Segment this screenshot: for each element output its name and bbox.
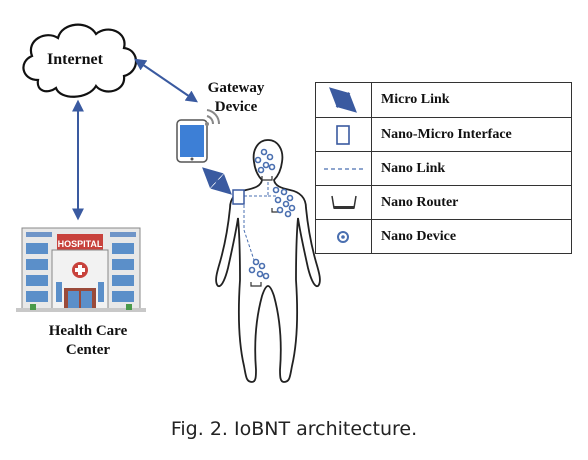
smartphone-icon — [176, 119, 208, 163]
legend-label-micro-link: Micro Link — [381, 92, 450, 107]
nano-links — [243, 182, 276, 261]
nano-router-icon — [331, 195, 357, 209]
human-body-outline — [215, 139, 321, 383]
legend-label-nano-router: Nano Router — [381, 195, 459, 210]
hospital-icon — [16, 227, 146, 312]
nano-devices — [248, 148, 296, 280]
health-care-center-label: Health Care Center — [28, 322, 148, 360]
gateway-device-label: Gateway Device — [196, 79, 276, 117]
legend-row-nano-device: Nano Device — [316, 219, 571, 254]
legend-label-nano-micro-interface: Nano-Micro Interface — [381, 127, 512, 142]
legend-table: Micro Link Nano-Micro Interface Nano Lin… — [315, 82, 572, 254]
wireless-signal-icon — [205, 109, 221, 126]
hcc-label-line2: Center — [65, 342, 111, 358]
legend-row-micro-link: Micro Link — [316, 83, 571, 117]
gateway-label-line1: Gateway — [207, 80, 265, 96]
legend-label-nano-link: Nano Link — [381, 161, 446, 176]
legend-row-nano-link: Nano Link — [316, 151, 571, 186]
nano-micro-interface-icon — [336, 125, 350, 145]
nano-link-icon — [324, 168, 364, 170]
hospital-sign-text: HOSPITAL — [58, 239, 103, 249]
internet-label: Internet — [47, 51, 103, 68]
micro-link-icon — [329, 87, 357, 113]
legend-row-nano-router: Nano Router — [316, 185, 571, 220]
legend-row-nano-micro-interface: Nano-Micro Interface — [316, 117, 571, 152]
internet-cloud-icon — [22, 23, 138, 98]
legend-label-nano-device: Nano Device — [381, 229, 457, 244]
hcc-label-line1: Health Care — [48, 323, 128, 339]
nano-device-icon — [337, 231, 349, 243]
gateway-label-line2: Device — [214, 99, 258, 115]
internet-gateway-link — [134, 58, 198, 103]
figure-caption: Fig. 2. IoBNT architecture. — [170, 418, 418, 440]
nano-micro-interface-device — [232, 189, 245, 205]
gateway-body-micro-link — [202, 167, 232, 195]
